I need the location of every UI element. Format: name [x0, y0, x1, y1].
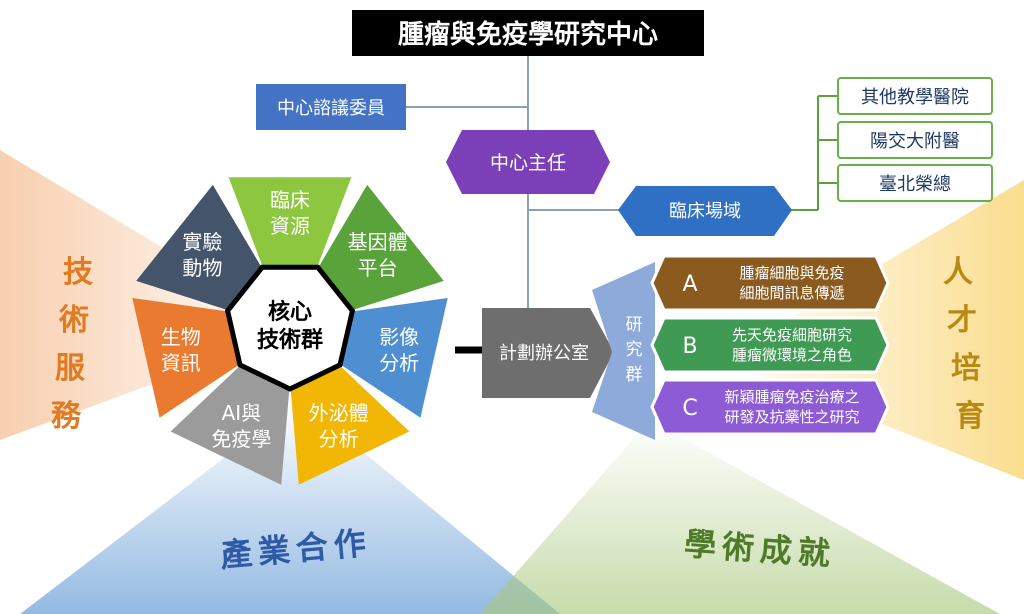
academic-wedge: [480, 420, 1000, 614]
clinical-field-label: 臨床場域: [669, 201, 741, 222]
research-group-text: 細胞間訊息傳遞: [739, 284, 844, 302]
research-group-text: 腫瘤細胞與免疫: [739, 264, 844, 282]
core-segment-label: 動物: [182, 256, 222, 280]
talent-char: 人: [943, 255, 973, 290]
title-box: [352, 10, 704, 56]
core-segment-label: 實驗: [182, 230, 222, 254]
research-group-item: [650, 378, 890, 436]
core-segment-label: 臨床: [270, 188, 310, 212]
core-segment-label: 基因體: [348, 230, 408, 254]
core-segment: [228, 177, 352, 266]
research-group-letter: B: [682, 334, 697, 359]
hospital-list: 其他教學醫院 陽交大附醫 臺北榮總: [837, 77, 993, 202]
director-box: [446, 130, 610, 194]
core-segment: [136, 184, 261, 310]
talent-char: 育: [955, 399, 985, 434]
hospital-box: [837, 121, 993, 159]
research-group-letter: C: [682, 396, 697, 421]
research-group-item: [650, 316, 890, 374]
tech-service-char: 務: [51, 399, 82, 434]
page-title: 腫瘤與免疫學研究中心: [398, 19, 658, 50]
core-segment-label: 生物: [161, 325, 201, 349]
core-segment-label: 分析: [319, 427, 359, 451]
core-segment-label: 影像: [379, 325, 419, 349]
tech-service-char: 服: [55, 351, 86, 386]
talent-label: 人 才 培 育: [943, 255, 985, 434]
research-group-box: [592, 262, 655, 440]
talent-char: 培: [951, 351, 981, 386]
core-segment-label: AI與: [222, 401, 262, 425]
core-center-label: 核心: [268, 299, 312, 325]
advisory-label: 中心諮議委員: [277, 98, 385, 119]
hospital-label: 臺北榮總: [879, 174, 951, 195]
hospital-connectors: [790, 95, 838, 211]
hospital-label: 其他教學醫院: [861, 87, 969, 108]
research-group-letter: A: [682, 272, 697, 297]
research-group-char: 研: [626, 315, 643, 335]
hospital-box: [837, 164, 993, 202]
core-segment: [342, 298, 448, 418]
clinical-field-box: [618, 186, 792, 236]
research-group-text: 新穎腫瘤免疫治療之: [724, 388, 859, 406]
research-group-char: 究: [626, 340, 643, 360]
talent-char: 才: [947, 303, 977, 338]
director-label: 中心主任: [490, 152, 566, 174]
research-group-text: 研發及抗藥性之研究: [724, 408, 859, 426]
core-segment-label: 資源: [270, 214, 310, 238]
tech-service-label: 技 術 服 務: [51, 255, 93, 434]
core-segment-label: 免疫學: [211, 427, 271, 451]
core-segment: [290, 366, 410, 485]
core-segment: [132, 298, 238, 418]
research-group-char: 群: [626, 365, 643, 385]
advisory-box: [256, 84, 406, 130]
core-segment-label: 分析: [379, 351, 419, 375]
core-center: [224, 264, 356, 392]
tech-service-char: 術: [58, 303, 89, 338]
core-center-label: 技術群: [257, 327, 323, 353]
research-group-text: 腫瘤微環境之角色: [732, 346, 852, 364]
hospital-box: [837, 77, 993, 115]
project-office-label: 計劃辦公室: [499, 343, 589, 364]
core-segment: [319, 184, 444, 310]
research-group-item: [650, 254, 890, 312]
core-segment-label: 平台: [358, 256, 398, 280]
core-segment: [170, 366, 290, 485]
research-group-text: 先天免疫細胞研究: [732, 326, 852, 344]
core-segment-label: 外泌體: [309, 401, 369, 425]
tech-service-char: 技: [63, 255, 93, 290]
hospital-label: 陽交大附醫: [870, 131, 960, 152]
industry-wedge: [20, 400, 560, 614]
project-office-box: [482, 308, 614, 398]
core-segment-label: 資訊: [161, 351, 201, 375]
tech-service-wedge: [0, 150, 300, 440]
